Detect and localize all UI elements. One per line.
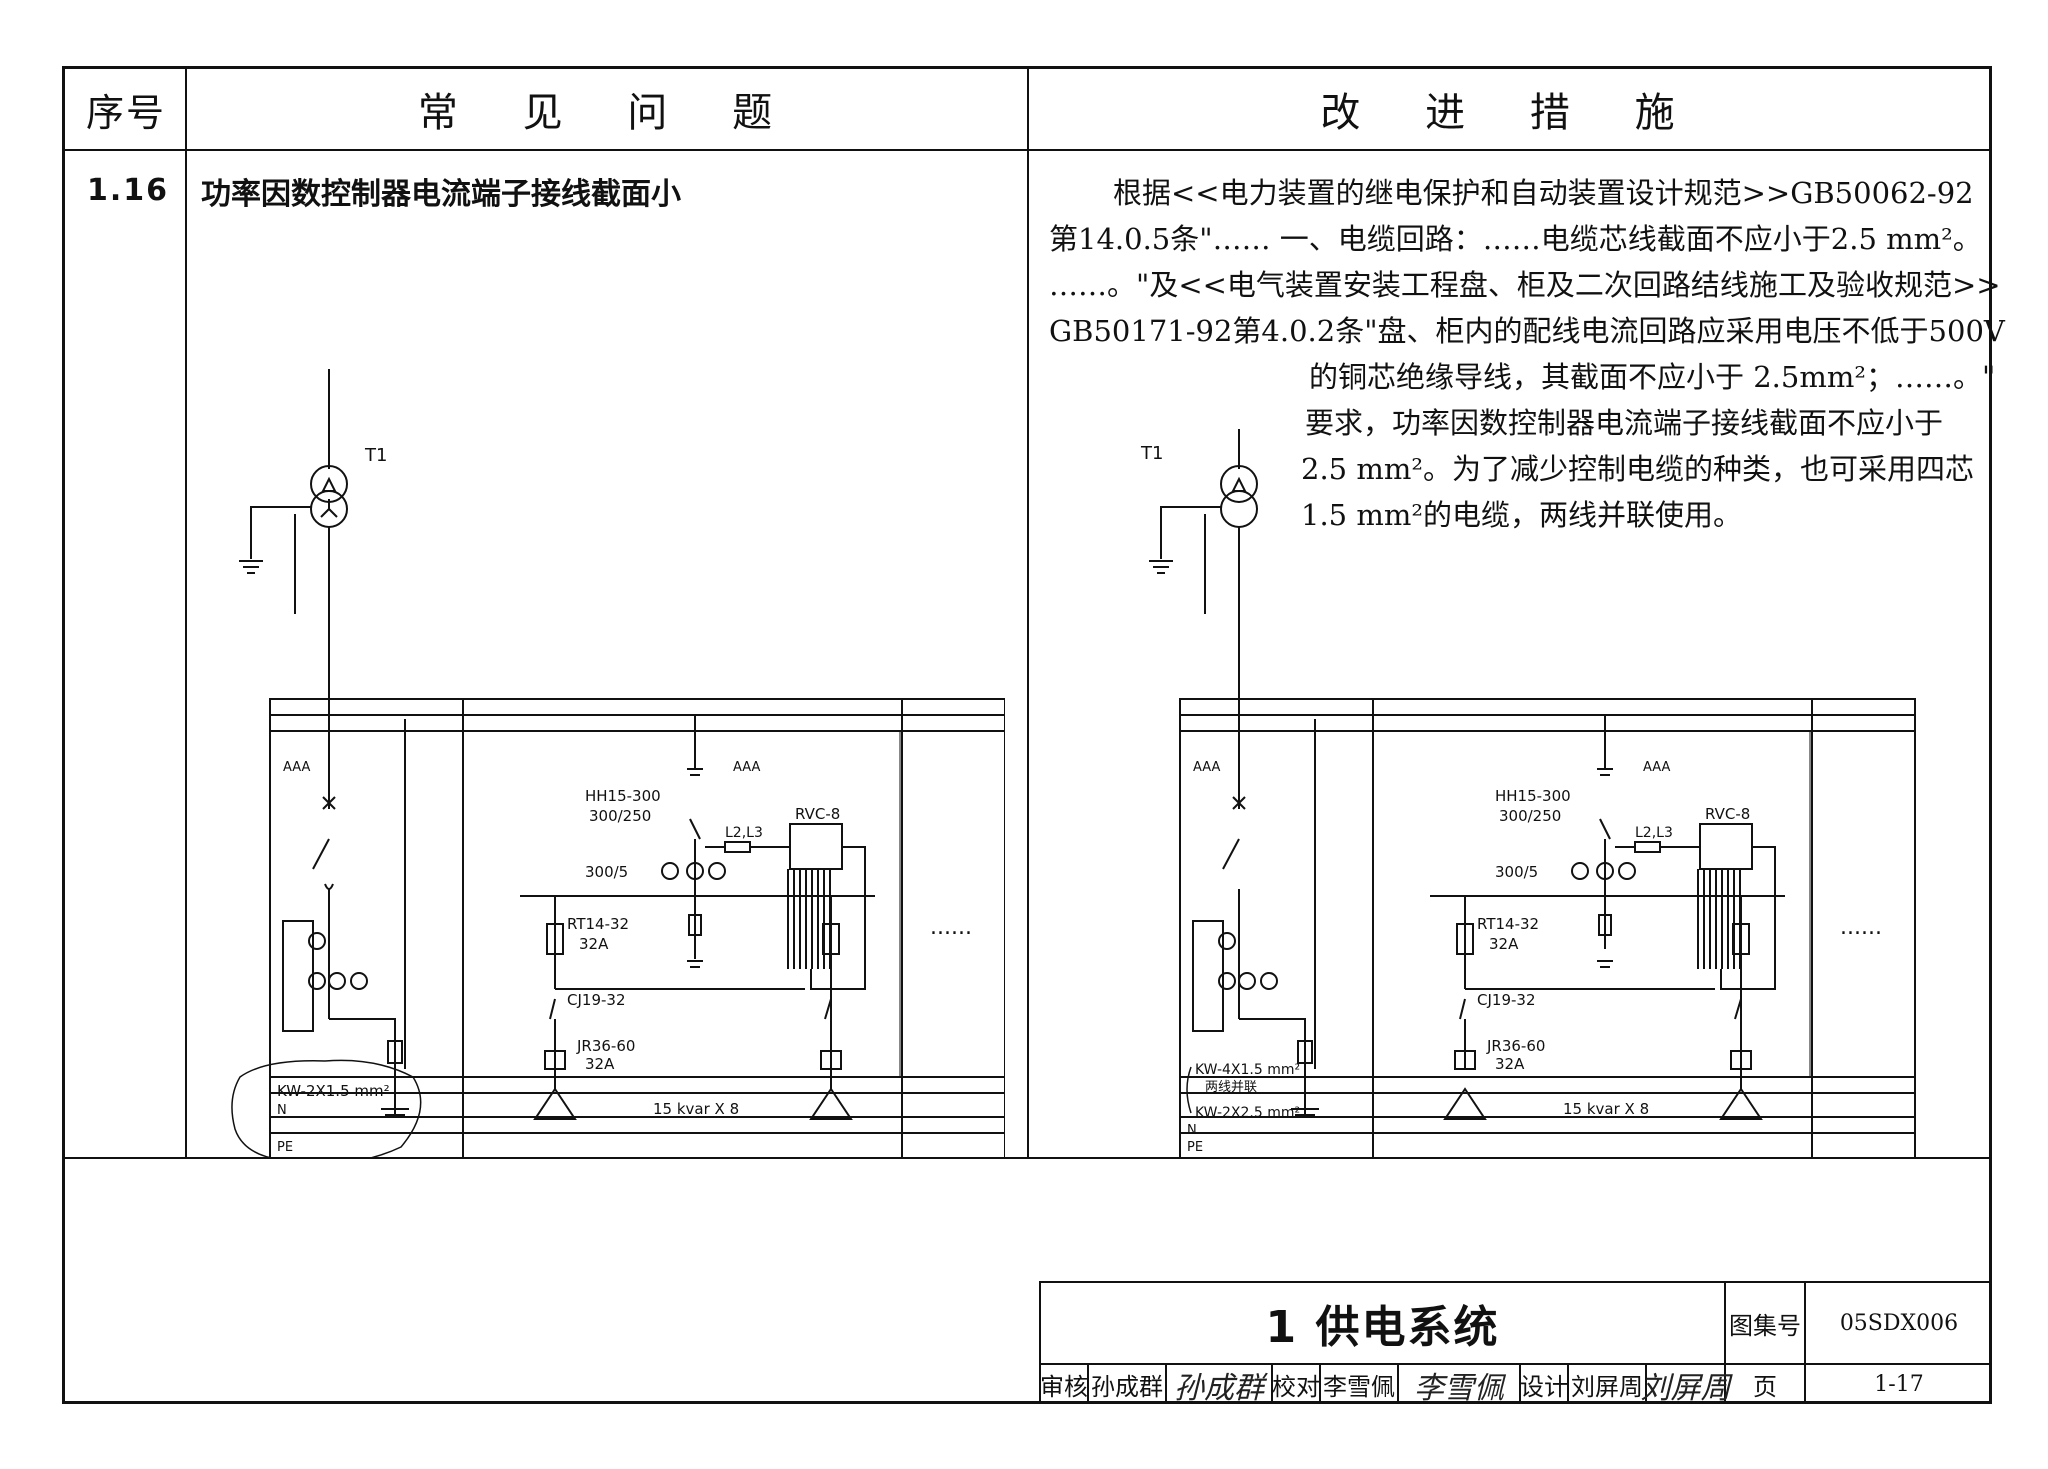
fix-line: 第14.0.5条"…… 一、电缆回路：……电缆芯线截面不应小于2.5 mm²。 (1049, 222, 1982, 256)
title-block: 1 供电系统 图集号 05SDX006 审核 孙成群 孙成群 校对 李雪佩 李雪… (1039, 1281, 1992, 1406)
drawing-sheet: 序号 常 见 问 题 改 进 措 施 1.16 功率因数控制器电流端子接线截面小… (62, 66, 2005, 1406)
fuse-label: RT14-32 (1477, 915, 1539, 933)
left-wiring-diagram: T1 AAA AAA HH15-300 300/250 L2,L3 RVC-8 … (231, 369, 1005, 1159)
checker-signature: 李雪佩 (1399, 1365, 1521, 1406)
controller-label: RVC-8 (1705, 805, 1750, 823)
contactor-label: CJ19-32 (567, 991, 625, 1009)
relay-label: JR36-60 (1486, 1037, 1545, 1055)
page-code: 1-17 (1874, 1372, 1924, 1397)
item-number: 1.16 (87, 173, 170, 208)
transformer-label: T1 (364, 445, 387, 466)
controller-label: RVC-8 (795, 805, 840, 823)
design-label: 设计 (1520, 1365, 1569, 1404)
atlas-label: 图集号 (1726, 1283, 1806, 1365)
reviewer-name: 孙成群 (1089, 1365, 1167, 1404)
row-divider (65, 1157, 1992, 1159)
relay-rating: 32A (585, 1055, 615, 1073)
designer-signature: 刘屏周 (1641, 1365, 1731, 1406)
fix-line: 根据<<电力装置的继电保护和自动装置设计规范>>GB50062-92 (1113, 176, 1974, 210)
switch-label: HH15-300 (585, 787, 661, 805)
alt-cable-note: 两线并联 (1205, 1080, 1257, 1095)
page-label: 页 (1726, 1365, 1806, 1404)
neutral-label: N (1187, 1123, 1197, 1138)
phase-label: L2,L3 (1635, 825, 1673, 841)
review-label: 审核 (1040, 1365, 1089, 1404)
reviewer-signature: 孙成群 (1167, 1365, 1273, 1406)
ellipsis: ...... (1840, 915, 1882, 940)
pe-label: PE (1187, 1140, 1203, 1155)
column-divider (185, 69, 187, 1159)
capacitor-label: 15 kvar X 8 (1563, 1100, 1649, 1118)
header-number: 序号 (65, 69, 187, 151)
chapter-title: 1 供电系统 (1041, 1283, 1726, 1365)
contactor-label: CJ19-32 (1477, 991, 1535, 1009)
cable-label: KW-2X2.5 mm² (1195, 1105, 1300, 1121)
fix-line: 1.5 mm²的电缆，两线并联使用。 (1301, 498, 1742, 532)
cable-label: KW-2X1.5 mm² (277, 1082, 390, 1100)
checker-name: 李雪佩 (1321, 1365, 1399, 1404)
switch-rating: 300/250 (589, 807, 651, 825)
problem-title: 功率因数控制器电流端子接线截面小 (201, 177, 681, 212)
ct-ratio: 300/5 (585, 863, 628, 881)
switch-rating: 300/250 (1499, 807, 1561, 825)
pe-label: PE (277, 1140, 293, 1155)
relay-label: JR36-60 (576, 1037, 635, 1055)
phase-label: L2,L3 (725, 825, 763, 841)
check-label: 校对 (1272, 1365, 1321, 1404)
designer-name: 刘屏周 (1569, 1365, 1647, 1404)
fix-line: GB50171-92第4.0.2条"盘、柜内的配线电流回路应采用电压不低于500… (1049, 314, 2005, 348)
right-wiring-diagram: T1 AAA AAA HH15-300 300/250 L2,L3 RVC-8 … (1140, 429, 1916, 1159)
fix-line: 的铜芯绝缘导线，其截面不应小于 2.5mm²；……。" (1309, 360, 1996, 394)
neutral-label: N (277, 1103, 287, 1118)
header-problem: 常 见 问 题 (187, 69, 1029, 151)
fix-line: 要求，功率因数控制器电流端子接线截面不应小于 (1305, 406, 1944, 440)
fuse-rating: 32A (579, 935, 609, 953)
fuse-rating: 32A (1489, 935, 1519, 953)
relay-rating: 32A (1495, 1055, 1525, 1073)
fix-line: ……。"及<<电气装置安装工程盘、柜及二次回路结线施工及验收规范>> (1049, 268, 2001, 302)
header-fix: 改 进 措 施 (1029, 69, 1992, 151)
capacitor-label: 15 kvar X 8 (653, 1100, 739, 1118)
alt-cable-label: KW-4X1.5 mm² (1195, 1062, 1300, 1078)
ellipsis: ...... (930, 915, 972, 940)
meter-label: AAA (283, 760, 311, 775)
meter-label: AAA (733, 760, 761, 775)
switch-label: HH15-300 (1495, 787, 1571, 805)
ct-ratio: 300/5 (1495, 863, 1538, 881)
fix-line: 2.5 mm²。为了减少控制电缆的种类，也可采用四芯 (1301, 452, 1974, 486)
atlas-code: 05SDX006 (1806, 1283, 1992, 1365)
transformer-label: T1 (1140, 443, 1163, 464)
fuse-label: RT14-32 (567, 915, 629, 933)
column-divider (1027, 69, 1029, 1159)
meter-label: AAA (1643, 760, 1671, 775)
meter-label: AAA (1193, 760, 1221, 775)
